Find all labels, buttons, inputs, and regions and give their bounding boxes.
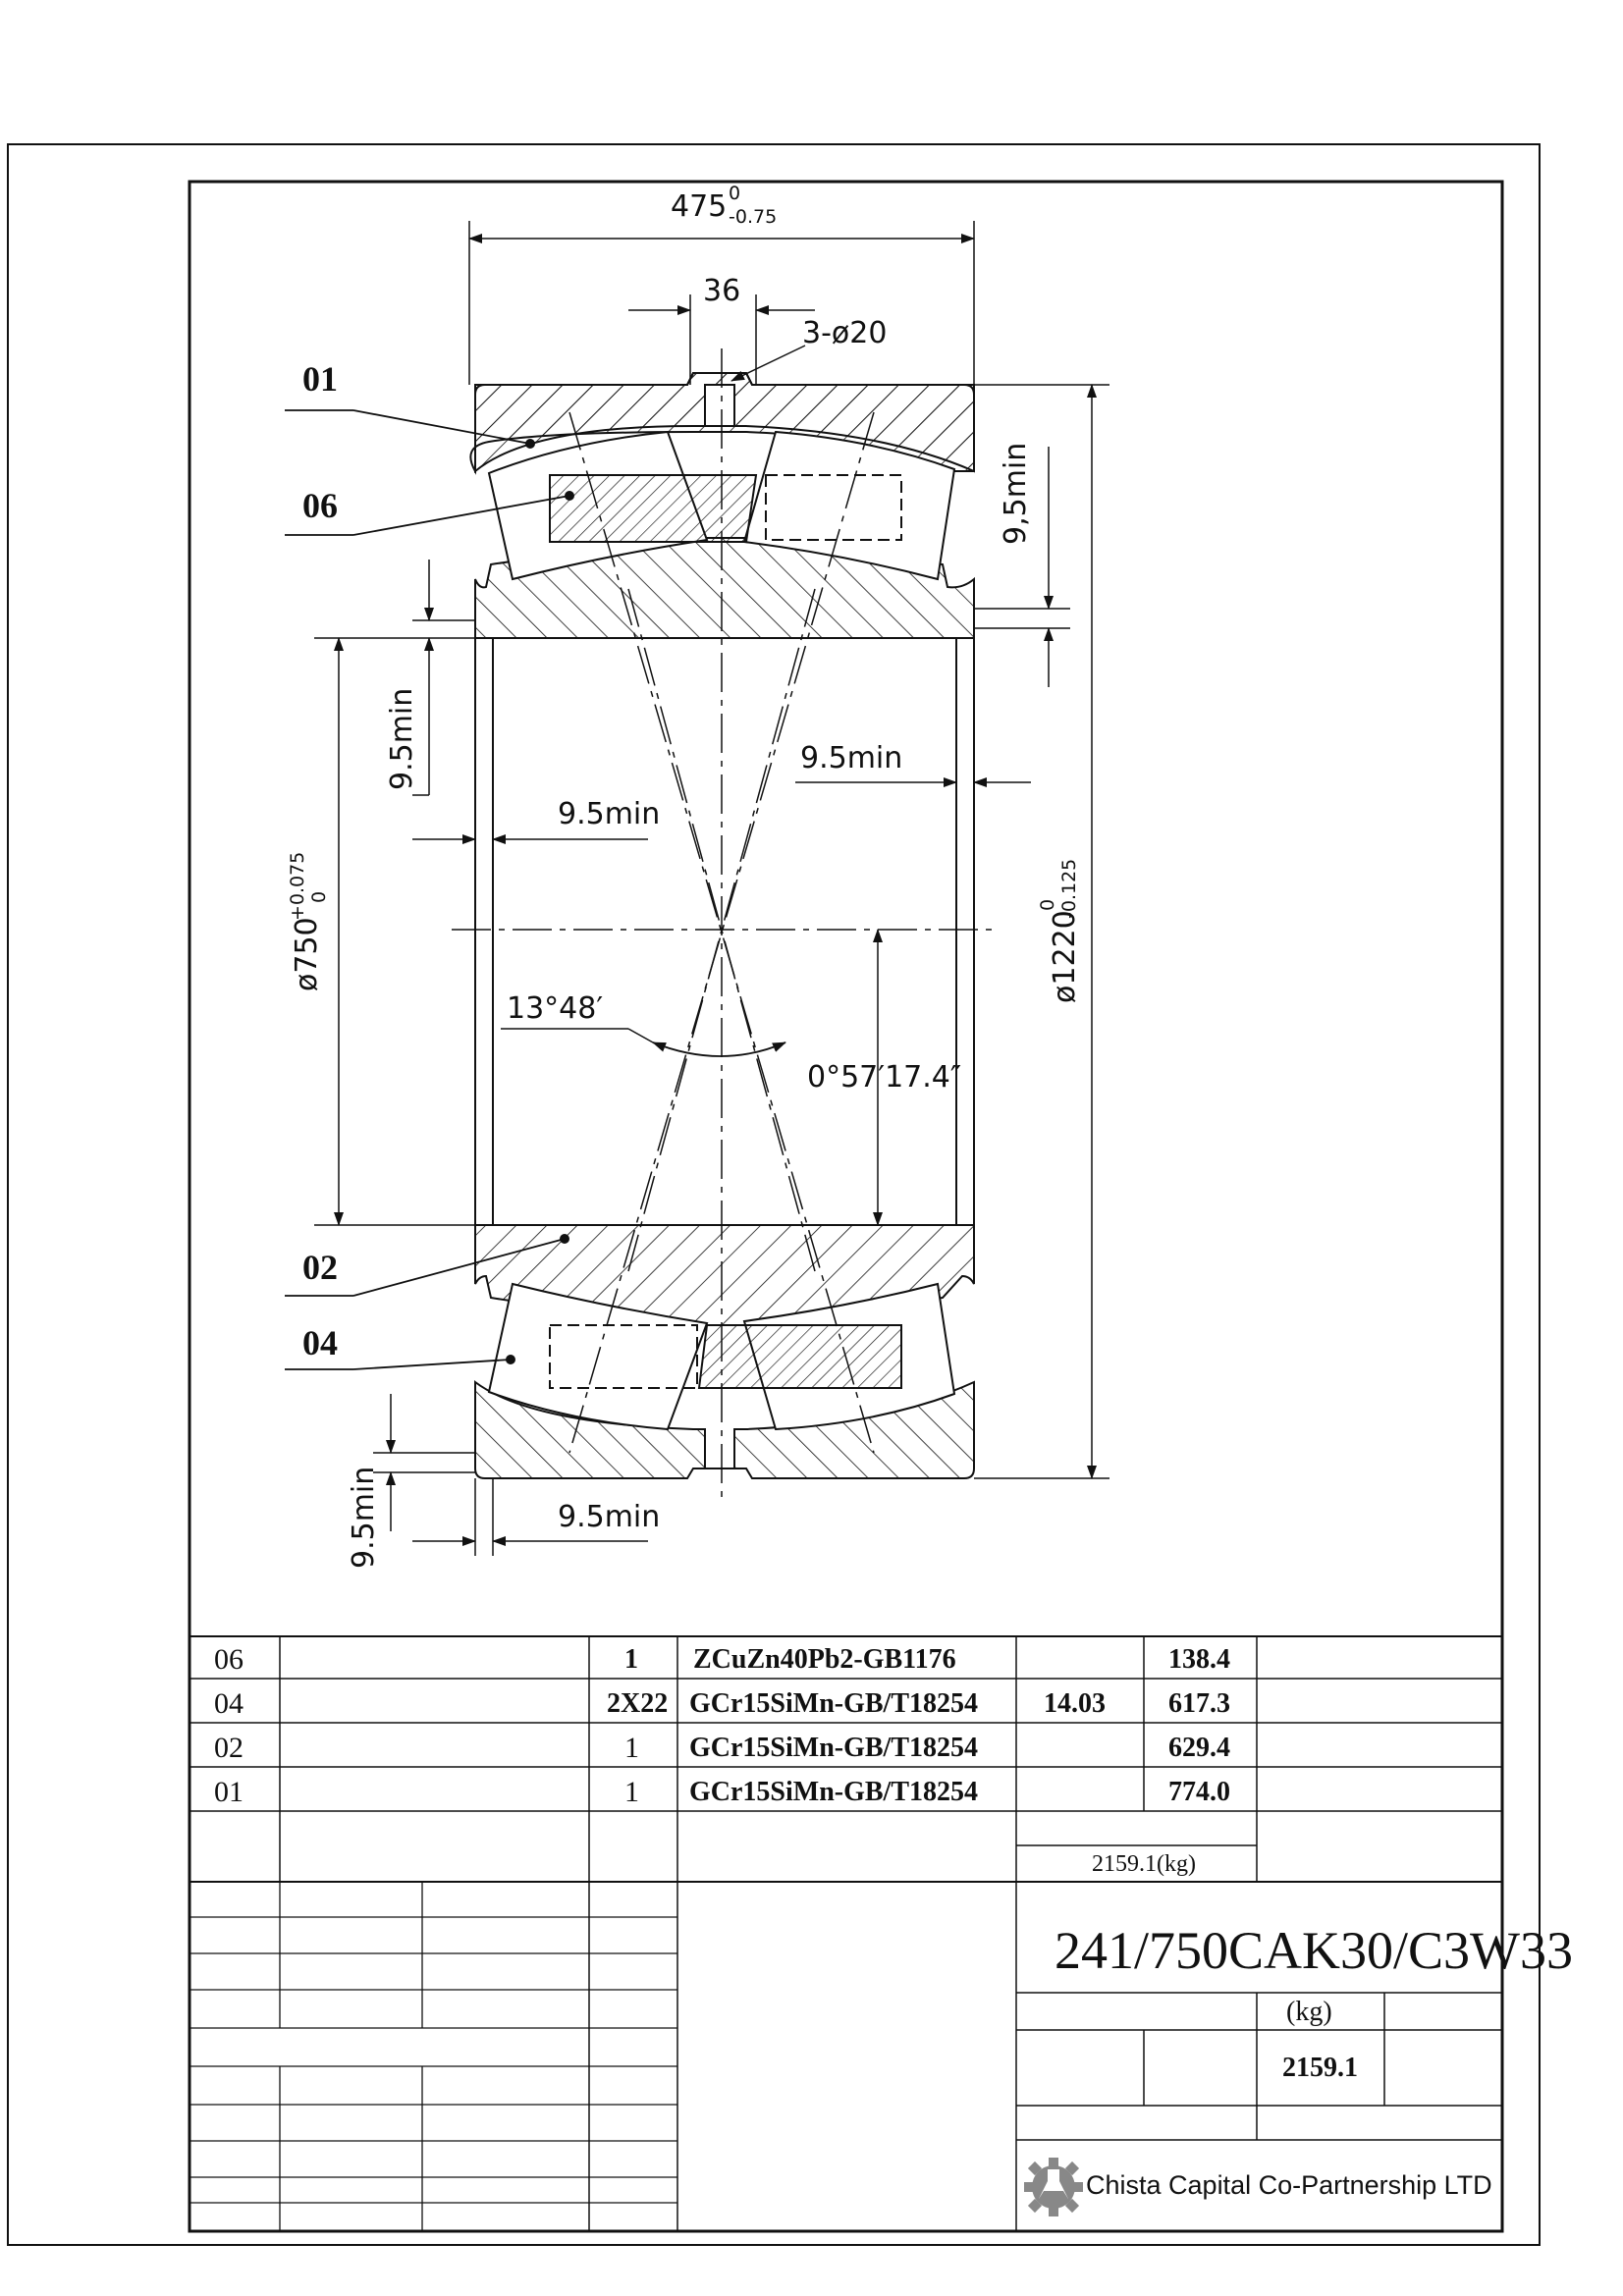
part-material: GCr15SiMn-GB/T18254 [689, 1777, 979, 1807]
part-no: 06 [214, 1643, 243, 1676]
chamfer-bottom-vertical: 9.5min [347, 1466, 381, 1569]
callout-02: 02 [302, 1248, 338, 1287]
hole-width-dimension: 36 [703, 274, 741, 308]
callout-04: 04 [302, 1323, 338, 1362]
gear-flask-logo-icon [1024, 2158, 1083, 2216]
total-mass: 2159.1(kg) [1092, 1851, 1196, 1877]
contact-angle: 13°48′ [507, 991, 604, 1026]
part-no: 02 [214, 1732, 243, 1764]
part-no: 01 [214, 1776, 243, 1808]
mass-unit-label: (kg) [1286, 1997, 1332, 2027]
bore-tol-lower: 0 [308, 890, 330, 903]
chamfer-right-upper: 9.5min [800, 741, 903, 775]
width-tol-lower: -0.75 [729, 206, 778, 228]
bore-diameter-dimension: ø750 [290, 917, 324, 991]
part-unit-mass: 14.03 [1044, 1688, 1106, 1719]
product-designation: 241/750CAK30/C3W33 [1055, 1921, 1574, 1980]
width-tol-upper: 0 [729, 183, 741, 204]
callout-06: 06 [302, 486, 338, 525]
part-no: 04 [214, 1687, 243, 1720]
mass-value: 2159.1 [1282, 2053, 1358, 2083]
part-qty: 1 [624, 1776, 639, 1808]
outer-diameter-dimension: ø1220 [1048, 910, 1082, 1003]
holes-callout: 3-ø20 [802, 316, 888, 350]
chamfer-bottom: 9.5min [558, 1500, 661, 1534]
part-mass: 617.3 [1168, 1688, 1230, 1719]
outer-tol-upper: 0 [1037, 898, 1058, 911]
part-material: GCr15SiMn-GB/T18254 [689, 1688, 979, 1719]
part-mass: 138.4 [1168, 1644, 1230, 1675]
part-qty: 1 [624, 1644, 638, 1675]
width-value: 475 [671, 189, 728, 224]
width-dimension: 475 [671, 192, 727, 222]
cage-top [549, 474, 758, 543]
outer-frame [7, 143, 1541, 2246]
callout-01: 01 [302, 359, 338, 399]
company-name: Chista Capital Co-Partnership LTD [1086, 2170, 1492, 2200]
chamfer-left-mid: 9.5min [558, 797, 661, 831]
outer-tol-lower: -0.125 [1058, 858, 1080, 919]
part-qty: 2X22 [607, 1688, 669, 1719]
chamfer-right-vertical: 9,5min [999, 442, 1033, 545]
taper-angle: 0°57′17.4″ [807, 1060, 962, 1095]
bore-tol-upper: +0.075 [287, 851, 308, 921]
inner-frame [188, 180, 1504, 2233]
cage-bottom [697, 1324, 902, 1389]
part-material: ZCuZn40Pb2-GB1176 [693, 1644, 956, 1675]
part-mass: 629.4 [1168, 1733, 1230, 1763]
part-material: GCr15SiMn-GB/T18254 [689, 1733, 979, 1763]
chamfer-left-vertical: 9.5min [385, 687, 419, 790]
part-qty: 1 [624, 1732, 639, 1764]
part-mass: 774.0 [1168, 1777, 1230, 1807]
roller-top-right [742, 430, 956, 581]
